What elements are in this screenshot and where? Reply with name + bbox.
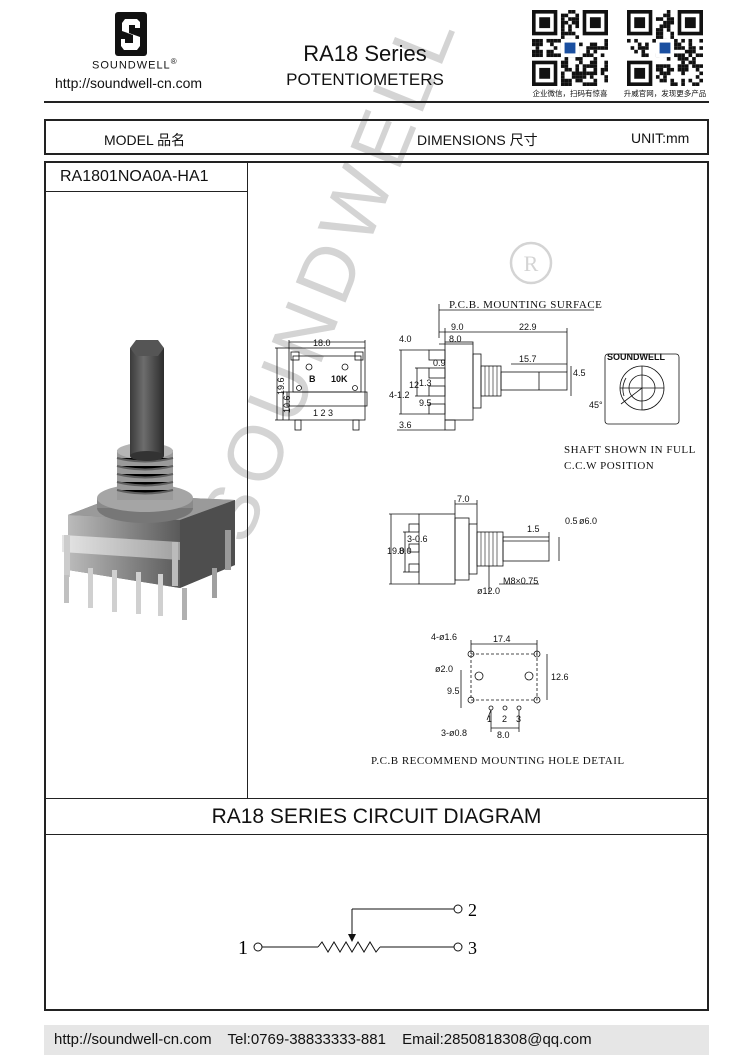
wechat-qr-code bbox=[532, 10, 608, 86]
dim-2-0: ø2.0 bbox=[435, 664, 453, 674]
pin3-label: 3 bbox=[468, 938, 477, 958]
dim-8-section: 8.0 bbox=[399, 546, 412, 556]
dim-4-1-6: 4-ø1.6 bbox=[431, 632, 457, 642]
model-row-divider bbox=[46, 191, 247, 192]
marking-10k: 10K bbox=[331, 374, 348, 384]
dim-12-6: 12.6 bbox=[551, 672, 569, 682]
circuit-top-divider bbox=[46, 798, 707, 799]
header-divider bbox=[44, 101, 709, 103]
dim-8-hole: 8.0 bbox=[497, 730, 510, 740]
knob-angle: 45° bbox=[589, 400, 603, 410]
svg-text:R: R bbox=[524, 251, 539, 276]
front-pins: 1 2 3 bbox=[313, 408, 333, 418]
resistor-zigzag bbox=[317, 941, 381, 953]
dim-4: 4.0 bbox=[399, 334, 412, 344]
dim-front-width: 18.0 bbox=[313, 338, 331, 348]
dim-thread: M8×0.75 bbox=[503, 576, 538, 586]
dim-15-7: 15.7 bbox=[519, 354, 537, 364]
shaft-note-1: SHAFT SHOWN IN FULL bbox=[564, 444, 696, 456]
dim-17-4: 17.4 bbox=[493, 634, 511, 644]
dim-8: 8.0 bbox=[449, 334, 462, 344]
knob-brand: SOUNDWELL bbox=[607, 352, 665, 362]
website-qr-caption: 升威官网，发现更多产品 bbox=[623, 89, 707, 98]
pin3-terminal bbox=[453, 942, 463, 952]
circuit-diagram: 1 2 3 bbox=[238, 900, 477, 959]
pin2-label: 2 bbox=[468, 900, 477, 920]
unit-label: UNIT:mm bbox=[631, 130, 690, 146]
dim-9: 9.0 bbox=[451, 322, 464, 332]
pcb-hole-note: P.C.B RECOMMEND MOUNTING HOLE DETAIL bbox=[371, 755, 625, 767]
wiper-arrow bbox=[348, 934, 356, 942]
pin1-terminal bbox=[253, 942, 263, 952]
website-qr-code bbox=[627, 10, 703, 86]
main-frame bbox=[44, 161, 709, 1011]
model-number: RA1801NOA0A-HA1 bbox=[60, 168, 209, 185]
product-type: POTENTIOMETERS bbox=[286, 70, 444, 89]
wechat-qr-caption: 企业微信，扫码有惊喜 bbox=[532, 89, 608, 98]
dim-3-0-8: 3-ø0.8 bbox=[441, 728, 467, 738]
dim-bush-dia: ø12.0 bbox=[477, 586, 500, 596]
dim-front-height: 19.6 bbox=[276, 377, 286, 395]
footer: http://soundwell-cn.com Tel:0769-3883333… bbox=[44, 1025, 709, 1055]
dim-1-3: 1.3 bbox=[419, 378, 432, 388]
info-bar: MODEL 品名 DIMENSIONS 尺寸 UNIT:mm bbox=[44, 119, 709, 155]
dim-7: 7.0 bbox=[457, 494, 470, 504]
dim-front-inner: 10.6 bbox=[282, 395, 292, 413]
header-website-link[interactable]: http://soundwell-cn.com bbox=[55, 75, 203, 91]
model-label: MODEL 品名 bbox=[104, 132, 186, 148]
dim-3-0-6: 3-0.6 bbox=[407, 534, 428, 544]
dim-0-9: 0.9 bbox=[433, 358, 446, 368]
hole-pin-2: 2 bbox=[502, 714, 507, 724]
hole-pin-3: 3 bbox=[516, 714, 521, 724]
circuit-title: RA18 SERIES CIRCUIT DIAGRAM bbox=[211, 805, 542, 828]
footer-website[interactable]: http://soundwell-cn.com bbox=[54, 1031, 212, 1048]
dim-4-1-2: 4-1.2 bbox=[389, 390, 410, 400]
dimension-drawing: 18.0 19.6 10.6 B 10K 1 2 3 P.C.B. MOUNTI… bbox=[275, 299, 696, 767]
front-view-body bbox=[288, 347, 366, 421]
dim-12: 12 bbox=[409, 380, 419, 390]
dim-3-6: 3.6 bbox=[399, 420, 412, 430]
product-image bbox=[62, 340, 235, 620]
hole-pin-1: 1 bbox=[487, 714, 492, 724]
pin1-label: 1 bbox=[238, 937, 248, 959]
dim-0-5: 0.5 bbox=[565, 516, 578, 526]
brand-name: SOUNDWELL® bbox=[92, 57, 178, 72]
shaft-note-2: C.C.W POSITION bbox=[564, 460, 654, 472]
pcb-surface-note: P.C.B. MOUNTING SURFACE bbox=[449, 299, 602, 311]
dim-9-5: 9.5 bbox=[419, 398, 432, 408]
dim-9-5-hole: 9.5 bbox=[447, 686, 460, 696]
series-title: RA18 Series bbox=[303, 41, 427, 66]
side-view-shaft bbox=[500, 371, 568, 391]
column-divider bbox=[247, 163, 248, 798]
dim-1-5: 1.5 bbox=[527, 524, 540, 534]
dim-shaft-dia: ø6.0 bbox=[579, 516, 597, 526]
footer-tel: Tel:0769-38833333-881 bbox=[227, 1031, 386, 1048]
dim-22-9: 22.9 bbox=[519, 322, 537, 332]
dimensions-label: DIMENSIONS 尺寸 bbox=[417, 132, 538, 148]
pin2-terminal bbox=[453, 904, 463, 914]
soundwell-logo-icon bbox=[115, 12, 147, 56]
watermark-registered-mark: R bbox=[509, 241, 553, 285]
marking-b: B bbox=[309, 374, 316, 384]
footer-email[interactable]: Email:2850818308@qq.com bbox=[402, 1031, 592, 1048]
dim-4-5: 4.5 bbox=[573, 368, 586, 378]
dim-19: 19.0 bbox=[387, 546, 405, 556]
circuit-title-divider bbox=[46, 834, 707, 835]
